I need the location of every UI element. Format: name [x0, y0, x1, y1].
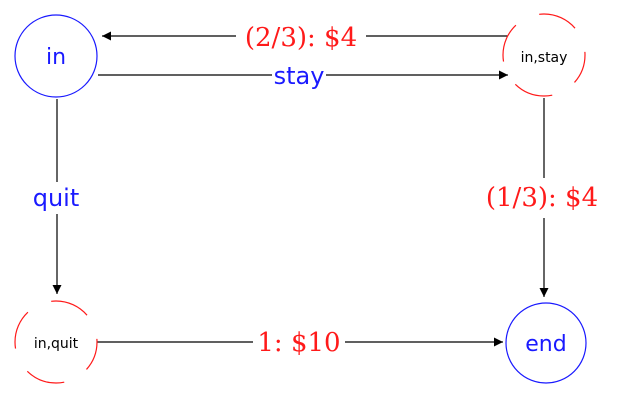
state-label-in: in: [46, 45, 66, 70]
state-label-end: end: [525, 332, 566, 357]
chance-node-in-stay: in,stay: [502, 13, 586, 97]
edge-label-quit-to-end: 1: $10: [257, 328, 340, 358]
chance-node-in-quit: in,quit: [14, 300, 98, 384]
state-node-end: end: [505, 302, 587, 384]
edge-label-stay-to-in: (2/3): $4: [245, 23, 357, 53]
edge-label-quit: quit: [33, 184, 80, 212]
state-node-in: in: [14, 14, 98, 98]
edge-label-stay-to-end: (1/3): $4: [486, 183, 598, 213]
chance-label-in-quit: in,quit: [34, 336, 79, 352]
edge-label-stay: stay: [274, 62, 325, 90]
chance-label-in-stay: in,stay: [521, 50, 568, 66]
